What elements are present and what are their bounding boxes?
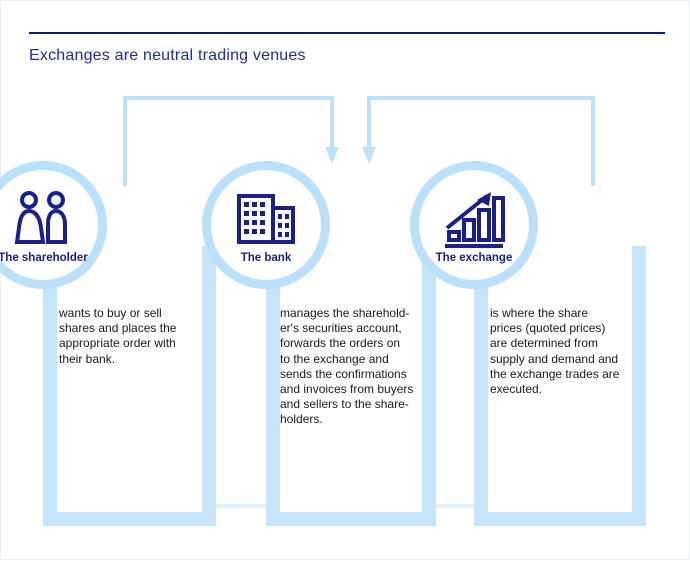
office-buildings-icon	[235, 186, 297, 248]
node-label-shareholder: The shareholder	[0, 252, 88, 264]
header-divider	[29, 32, 665, 34]
node-frame	[43, 246, 216, 526]
node-description-bank: manages the sharehold- er's securities a…	[280, 306, 414, 427]
node-label-exchange: The exchange	[435, 252, 513, 264]
node-badge-shareholder[interactable]: The shareholder	[0, 161, 107, 289]
node-badge-exchange[interactable]: The exchange	[410, 161, 538, 289]
two-people-icon	[12, 186, 74, 248]
node-description-exchange: is where the share prices (quoted prices…	[490, 306, 620, 397]
node-badge-bank[interactable]: The bank	[202, 161, 330, 289]
page-title: Exchanges are neutral trading venues	[29, 47, 306, 64]
node-frame	[266, 246, 436, 526]
node-frame	[474, 246, 646, 526]
node-description-shareholder: wants to buy or sell shares and places t…	[59, 306, 177, 366]
bar-chart-growth-icon	[443, 186, 505, 248]
node-label-bank: The bank	[240, 252, 292, 264]
